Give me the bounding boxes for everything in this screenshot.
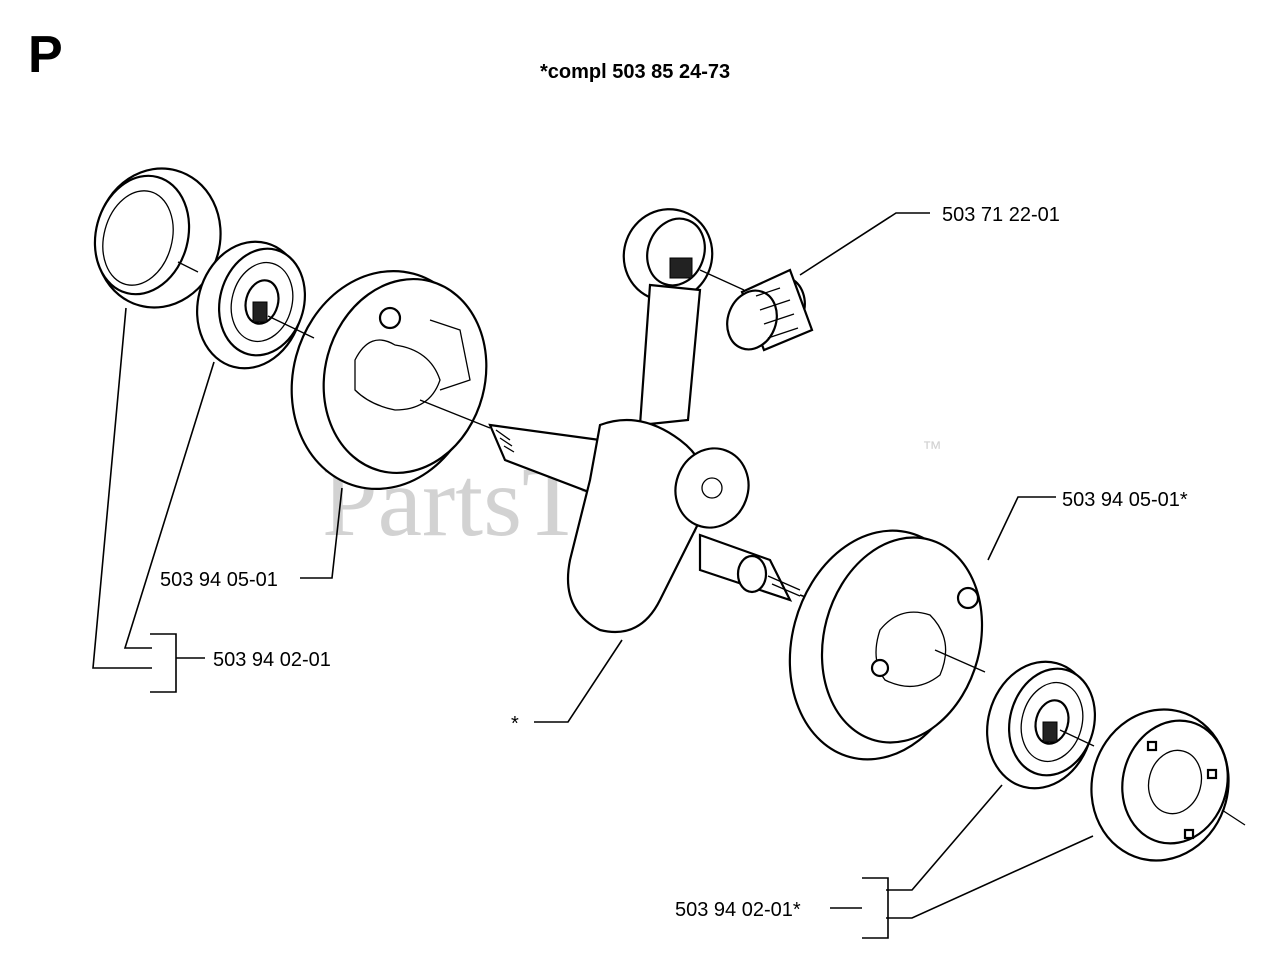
right-ball-bearing xyxy=(986,660,1097,790)
right-crank-disc xyxy=(788,529,984,761)
page-letter: P xyxy=(28,26,63,84)
assembly-title: *compl 503 85 24-73 xyxy=(540,61,730,83)
needle-bearing xyxy=(726,268,814,352)
right-outer-ring xyxy=(1090,708,1230,862)
left-crank-disc xyxy=(290,270,488,490)
label-right-seal: 503 94 05-01* xyxy=(1062,489,1188,511)
left-ball-bearing xyxy=(196,240,307,370)
crankshaft-assembly xyxy=(488,208,821,634)
label-needle-bearing: 503 71 22-01 xyxy=(942,204,1060,226)
left-outer-ring xyxy=(93,167,222,309)
watermark-trademark: ™ xyxy=(922,438,942,460)
label-left-bearing-pair: 503 94 02-01 xyxy=(213,649,331,671)
axis-lines xyxy=(177,261,1246,826)
label-crankshaft-star: * xyxy=(511,713,519,735)
label-right-bearing-pair: 503 94 02-01* xyxy=(675,899,801,921)
leader-lines xyxy=(92,212,1094,939)
label-left-seal: 503 94 05-01 xyxy=(160,569,278,591)
